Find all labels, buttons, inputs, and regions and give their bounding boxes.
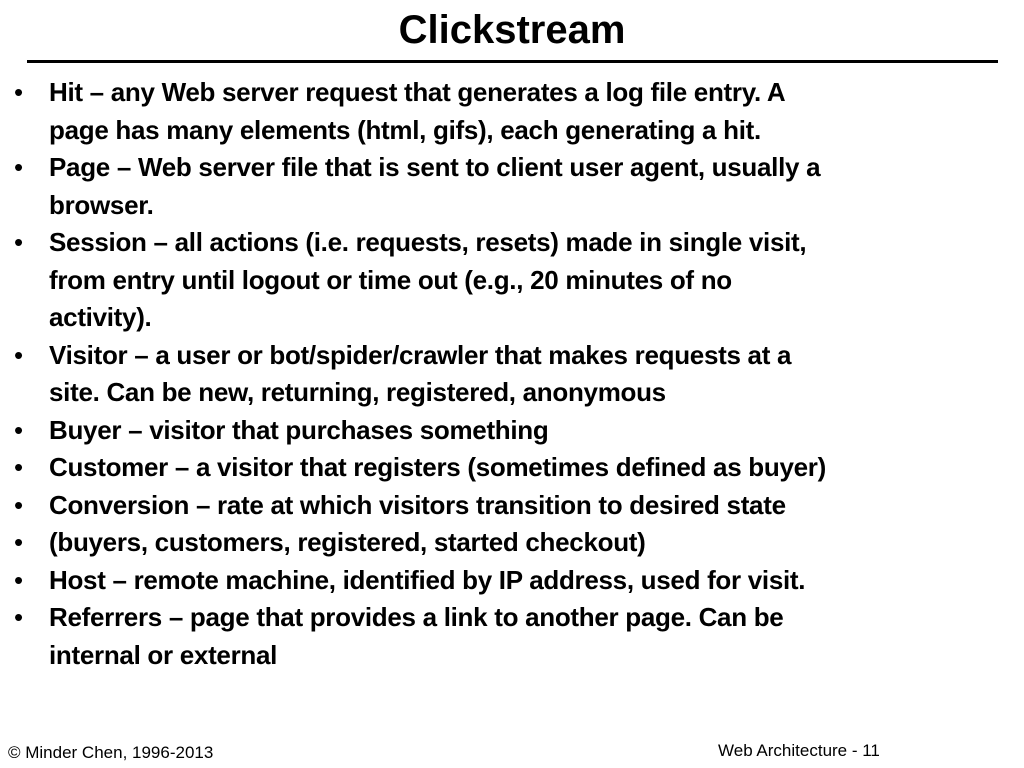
bullet-text-line: Referrers – page that provides a link to…: [49, 602, 784, 632]
bullet-text-line: Visitor – a user or bot/spider/crawler t…: [49, 339, 792, 370]
bullet-text-line: Session – all actions (i.e. requests, re…: [49, 227, 807, 257]
bullet-item: • Session – all actions (i.e. requests, r…: [0, 224, 1024, 337]
bullet-marker: •: [14, 152, 23, 182]
bullet-text-line: (buyers, customers, registered, started …: [49, 527, 646, 557]
title-divider: [27, 60, 998, 63]
bullet-text-line: Buyer – visitor that purchases something: [49, 414, 549, 445]
bullet-text-line: Hit – any Web server request that genera…: [49, 77, 786, 107]
bullet-text-line: Page – Web server file that is sent to c…: [49, 152, 821, 182]
bullet-text-line: page has many elements (html, gifs), eac…: [49, 114, 761, 145]
bullet-marker: •: [14, 227, 23, 257]
bullet-item: • Conversion – rate at which visitors tra…: [0, 487, 1024, 525]
bullet-item: • Buyer – visitor that purchases somethin…: [0, 412, 1024, 450]
slide-title: Clickstream: [398, 8, 626, 52]
bullet-text-line: Conversion – rate at which visitors tran…: [49, 489, 786, 520]
footer-copyright: © Minder Chen, 1996-2013: [8, 743, 214, 762]
bullet-marker: •: [14, 414, 23, 445]
bullet-item: • Customer – a visitor that registers (so…: [0, 449, 1024, 487]
bullet-marker: •: [14, 77, 23, 107]
bullet-marker: •: [14, 452, 23, 482]
bullet-marker: •: [14, 564, 23, 595]
bullet-item: • Referrers – page that provides a link t…: [0, 599, 1024, 674]
bullet-item: • Host – remote machine, identified by IP…: [0, 562, 1024, 600]
bullet-item: • (buyers, customers, registered, started…: [0, 524, 1024, 562]
bullet-text-line: Host – remote machine, identified by IP …: [49, 564, 806, 595]
bullet-text-line: activity).: [49, 302, 152, 332]
bullet-marker: •: [14, 339, 23, 370]
bullet-marker: •: [14, 527, 23, 557]
bullet-item: • Page – Web server file that is sent to …: [0, 149, 1024, 224]
bullet-text-line: internal or external: [49, 639, 278, 670]
bullet-item: • Visitor – a user or bot/spider/crawler …: [0, 337, 1024, 412]
bullet-text-line: Customer – a visitor that registers (som…: [49, 452, 826, 482]
footer-page-label: Web Architecture - 11: [718, 741, 880, 760]
bullet-marker: •: [14, 489, 23, 520]
bullet-text-line: browser.: [49, 189, 154, 220]
bullet-list: • Hit – any Web server request that gener…: [0, 74, 1024, 674]
bullet-text-line: site. Can be new, returning, registered,…: [49, 377, 666, 407]
bullet-item: • Hit – any Web server request that gener…: [0, 74, 1024, 149]
bullet-marker: •: [14, 602, 23, 632]
bullet-text-line: from entry until logout or time out (e.g…: [49, 264, 732, 295]
